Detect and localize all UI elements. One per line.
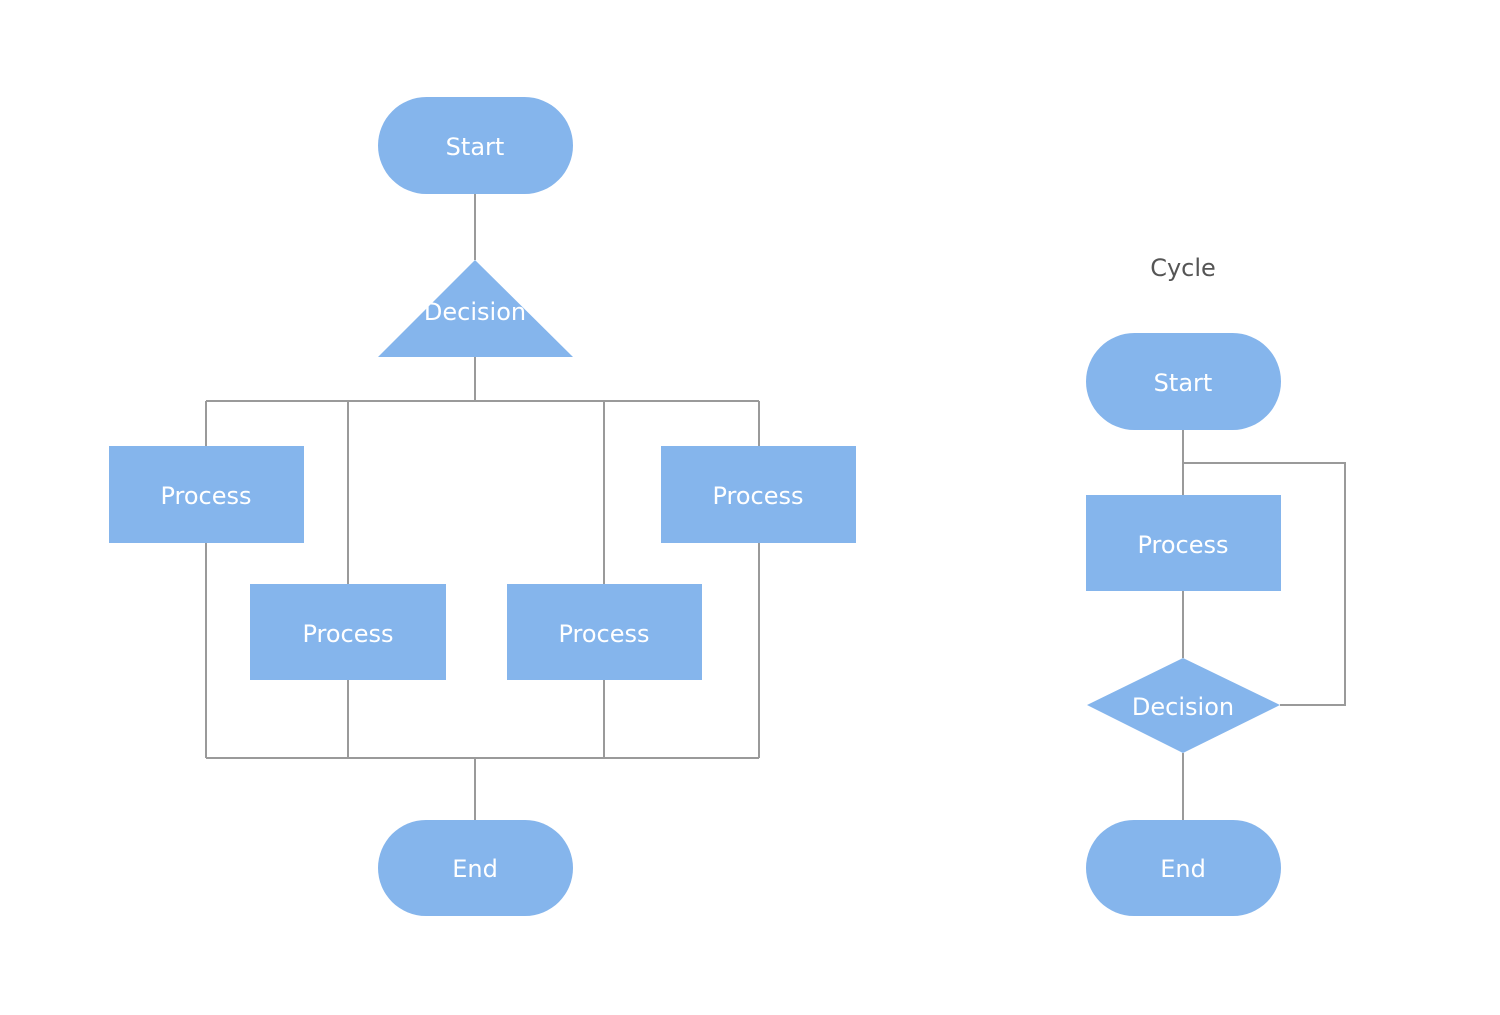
process-label: Process (1137, 531, 1228, 559)
terminator-shape (1086, 333, 1281, 430)
cycle-flow-start[interactable]: Start (1086, 333, 1281, 430)
decision-diamond-shape (1087, 658, 1280, 753)
process-shape (1086, 495, 1281, 591)
decision-triangle-shape (378, 260, 573, 357)
left-flow-process-2[interactable]: Process (250, 584, 446, 680)
left-flow-process-1[interactable]: Process (109, 446, 304, 543)
process-label: Process (712, 482, 803, 510)
end-label: End (452, 855, 498, 883)
left-flow-start[interactable]: Start (378, 97, 573, 194)
left-flow-process-4[interactable]: Process (661, 446, 856, 543)
end-label: End (1160, 855, 1206, 883)
cycle-flow-end[interactable]: End (1086, 820, 1281, 916)
process-shape (109, 446, 304, 543)
cycle-title: Cycle (1150, 254, 1216, 282)
left-flow-connectors (205, 194, 760, 820)
process-shape (250, 584, 446, 680)
decision-label: Decision (1132, 693, 1234, 721)
process-label: Process (302, 620, 393, 648)
cycle-flow-connectors (1182, 430, 1346, 820)
process-shape (661, 446, 856, 543)
connector-loop-back (1183, 462, 1346, 706)
process-label: Process (160, 482, 251, 510)
start-label: Start (1154, 369, 1213, 397)
cycle-flow-decision[interactable]: Decision (1087, 658, 1280, 753)
cycle-flow-process[interactable]: Process (1086, 495, 1281, 591)
start-label: Start (446, 133, 505, 161)
process-shape (507, 584, 702, 680)
left-flow-process-3[interactable]: Process (507, 584, 702, 680)
decision-label: Decision (424, 298, 526, 326)
process-label: Process (558, 620, 649, 648)
left-flow-decision[interactable]: Decision (378, 260, 573, 357)
left-flow-end[interactable]: End (378, 820, 573, 916)
terminator-shape (1086, 820, 1281, 916)
terminator-shape (378, 97, 573, 194)
terminator-shape (378, 820, 573, 916)
